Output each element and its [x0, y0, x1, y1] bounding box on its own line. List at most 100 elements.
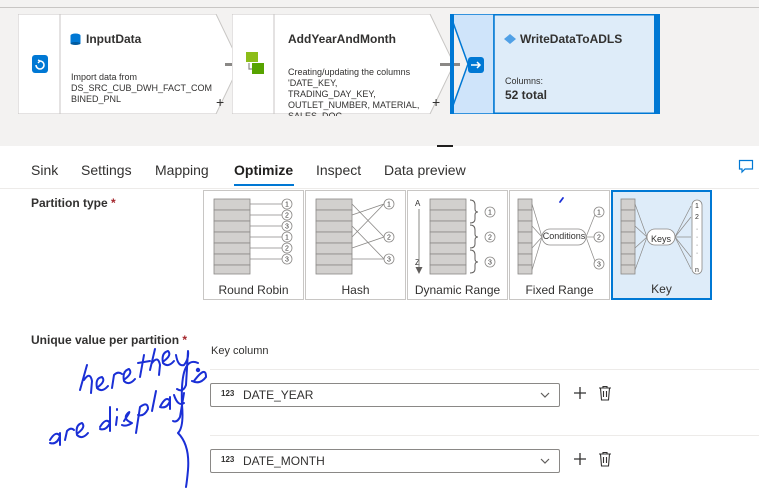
active-tab-indicator [234, 184, 294, 186]
svg-text:·: · [696, 250, 698, 257]
node-description: Import data from DS_SRC_CUB_DWH_FACT_COM… [71, 72, 212, 105]
chevron-down-icon [540, 458, 550, 464]
node-description-line: Import data from [71, 72, 138, 82]
handwritten-annotation [49, 348, 207, 488]
dynamic-range-diagram-icon: AZ 123 [415, 198, 496, 275]
node-description-line: DS_SRC_CUB_DWH_FACT_COM [71, 83, 213, 93]
tab-data-preview[interactable]: Data preview [384, 162, 466, 178]
partition-option-hash[interactable]: 1 2 3 Hash [305, 190, 406, 300]
node-description: Creating/updating the columns 'DATE_KEY,… [288, 67, 419, 116]
svg-text:2: 2 [695, 214, 699, 221]
svg-text:3: 3 [597, 262, 601, 269]
hash-diagram-icon: 1 2 3 [315, 198, 395, 275]
pipeline-node-inputdata[interactable]: InputData Import data from DS_SRC_CUB_DW… [18, 14, 240, 114]
svg-text:·: · [696, 226, 698, 233]
svg-text:2: 2 [597, 235, 601, 242]
node-shape [232, 14, 454, 114]
tab-sink[interactable]: Sink [31, 162, 59, 178]
adls-dataset-icon [504, 34, 516, 44]
svg-text:A: A [415, 199, 421, 208]
key-column-value: DATE_MONTH [243, 454, 325, 468]
add-transformation-button[interactable]: + [432, 94, 441, 110]
svg-text:3: 3 [285, 224, 289, 231]
svg-text:3: 3 [285, 257, 289, 264]
node-description-line: OUTLET_NUMBER, MATERIAL, [288, 100, 420, 110]
pipeline-node-writedatatoadls[interactable]: WriteDataToADLS Columns: 52 total [450, 14, 660, 114]
columns-value: 52 total [505, 88, 548, 102]
key-column-value: DATE_YEAR [243, 388, 314, 402]
svg-text:2: 2 [285, 213, 289, 220]
partition-type-label: Partition type * [31, 196, 116, 210]
svg-text:·: · [696, 242, 698, 249]
partition-option-label: Dynamic Range [414, 283, 501, 297]
row-divider [210, 435, 759, 436]
key-diagram-icon: 12 ···· n [620, 198, 703, 275]
svg-text:1: 1 [285, 202, 289, 209]
partition-option-label: Key [651, 282, 672, 296]
conditions-label: Conditions [542, 231, 586, 241]
pipeline-node-addyearandmonth[interactable]: AddYearAndMonth Creating/updating the co… [232, 14, 454, 116]
key-column-select-date-year[interactable]: 123 DATE_YEAR [210, 383, 560, 407]
svg-text:1: 1 [387, 202, 391, 209]
chevron-down-icon [540, 392, 550, 398]
tab-inspect[interactable]: Inspect [316, 162, 362, 178]
svg-text:1: 1 [488, 210, 492, 217]
ink-mark [559, 197, 564, 203]
panel-resize-handle[interactable] [437, 145, 453, 147]
integer-type-icon: 123 [221, 389, 235, 398]
node-description-line: Creating/updating the columns [288, 67, 411, 77]
integer-type-icon: 123 [221, 455, 235, 464]
row-divider [210, 369, 759, 370]
node-title: InputData [86, 32, 142, 46]
node-title: AddYearAndMonth [288, 32, 396, 46]
add-transformation-button[interactable]: + [216, 94, 225, 110]
svg-text:n: n [695, 267, 699, 274]
add-icon[interactable] [573, 452, 587, 466]
node-description-line: 'DATE_KEY, [288, 78, 338, 88]
svg-text:1: 1 [597, 210, 601, 217]
settings-tab-bar: Sink Settings Mapping Optimize Inspect D… [0, 152, 759, 188]
tab-divider [0, 188, 759, 189]
required-marker: * [182, 333, 188, 347]
delete-icon[interactable] [598, 451, 612, 467]
unique-value-label: Unique value per partition * [31, 333, 187, 347]
derived-column-icon [246, 52, 264, 74]
partition-option-label: Hash [341, 283, 370, 297]
source-icon [32, 55, 48, 73]
node-description-line: TRADING_DAY_KEY, [288, 89, 376, 99]
canvas-top-border [0, 7, 759, 8]
partition-option-label: Round Robin [218, 283, 289, 297]
node-description-line: BINED_PNL [71, 94, 122, 104]
partition-option-fixed-range[interactable]: 1 2 3 Conditions Fixed Range [509, 190, 610, 300]
round-robin-diagram-icon: 123 123 [213, 198, 293, 275]
add-icon[interactable] [573, 386, 587, 400]
key-column-select-date-month[interactable]: 123 DATE_MONTH [210, 449, 560, 473]
required-marker: * [111, 196, 116, 210]
sink-icon [468, 57, 484, 73]
svg-text:Z: Z [415, 258, 420, 267]
unique-value-text: Unique value per partition [31, 333, 180, 347]
key-column-label: Key column [211, 345, 269, 357]
node-title: WriteDataToADLS [520, 32, 623, 46]
svg-text:2: 2 [285, 246, 289, 253]
delete-icon[interactable] [598, 385, 612, 401]
sql-dataset-icon [70, 33, 81, 45]
tab-optimize[interactable]: Optimize [234, 162, 294, 178]
partition-type-text: Partition type [31, 196, 108, 210]
fixed-range-diagram-icon: 1 2 3 [517, 198, 605, 275]
node-description-line: SALES_DOC [288, 111, 343, 116]
svg-text:·: · [696, 234, 698, 241]
tab-mapping[interactable]: Mapping [155, 162, 209, 178]
svg-text:2: 2 [387, 235, 391, 242]
comment-icon[interactable] [738, 158, 754, 174]
partition-option-label: Fixed Range [525, 283, 594, 297]
tab-settings[interactable]: Settings [81, 162, 132, 178]
svg-text:3: 3 [387, 257, 391, 264]
svg-text:3: 3 [488, 260, 492, 267]
keys-label: Keys [650, 234, 671, 244]
svg-text:1: 1 [695, 203, 699, 210]
columns-label: Columns: [505, 76, 544, 86]
